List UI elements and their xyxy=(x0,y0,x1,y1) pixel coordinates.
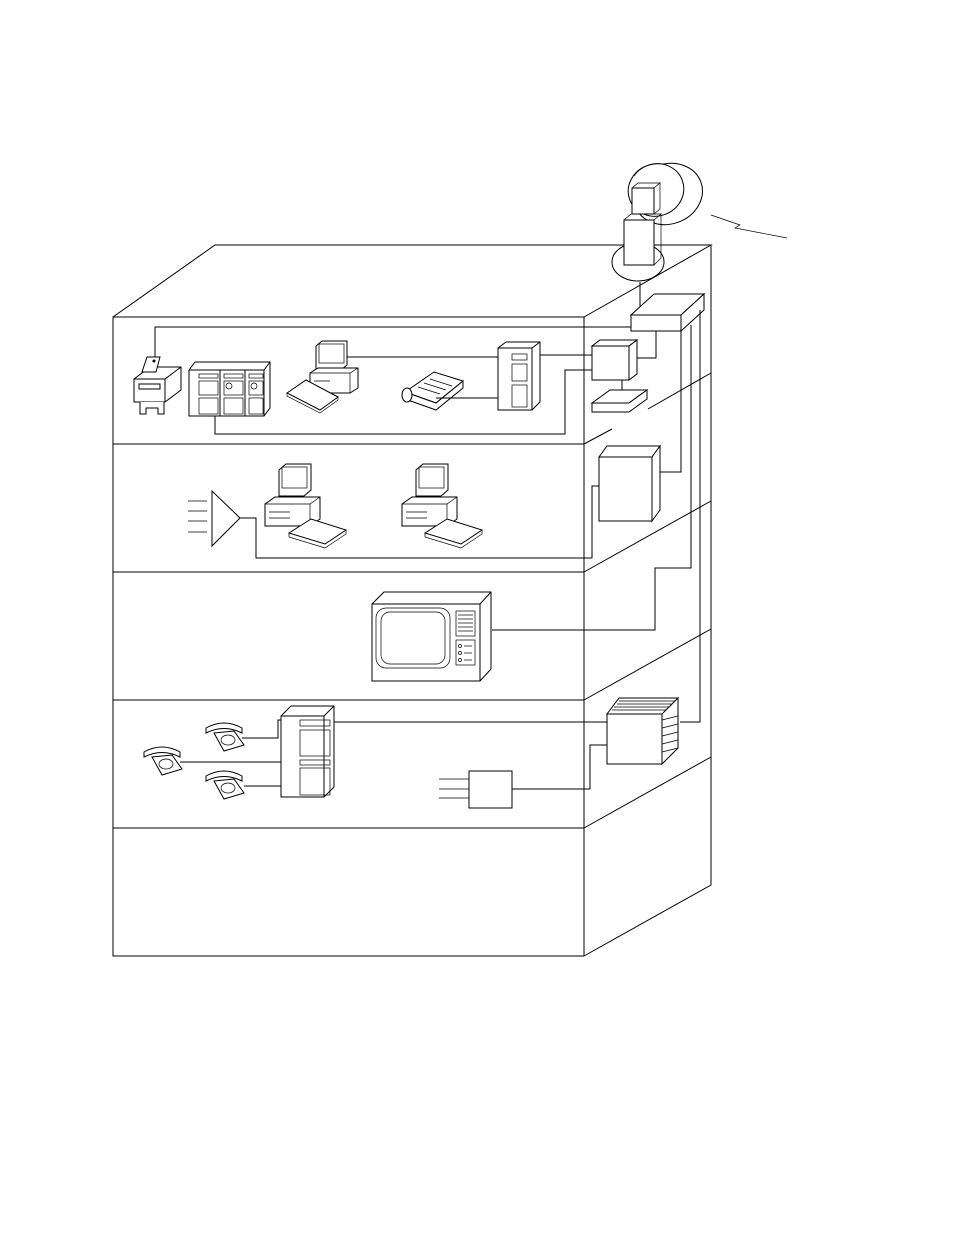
tower-server-floor1 xyxy=(498,342,592,410)
side-divider-4 xyxy=(584,757,711,828)
television-monitor xyxy=(372,592,491,681)
amplifier-triangle xyxy=(212,491,240,546)
desktop-computer-floor2-left xyxy=(265,464,346,548)
desktop-computer-floor1 xyxy=(287,341,498,413)
interface-body xyxy=(469,771,512,808)
side-divider-1b xyxy=(648,373,711,409)
unit-body xyxy=(624,220,654,265)
phone-cord xyxy=(242,720,282,738)
base xyxy=(214,731,244,751)
side-divider-3 xyxy=(584,629,711,700)
interface-inputs xyxy=(439,779,469,798)
handset xyxy=(402,388,412,402)
base xyxy=(214,779,244,799)
fax-slot xyxy=(139,384,160,389)
telephone-left xyxy=(144,747,282,775)
fax-machine xyxy=(134,357,181,414)
cabinet-front xyxy=(599,457,652,521)
riser-terminal xyxy=(592,340,637,390)
cabinet-side xyxy=(652,446,660,521)
pbx-tower xyxy=(281,706,607,797)
base xyxy=(152,755,182,775)
amplifier xyxy=(188,486,599,558)
cable-to-terminal xyxy=(637,331,656,358)
patch-panel-top xyxy=(631,294,704,331)
interface-to-patch-cable xyxy=(512,745,607,789)
fax-led xyxy=(153,360,156,363)
cabinet-top xyxy=(599,446,660,457)
dish-feed-box xyxy=(632,188,654,214)
stack-front xyxy=(607,714,662,764)
telephone-lower xyxy=(206,771,282,799)
monitor-body xyxy=(416,464,448,496)
signal-zigzag xyxy=(711,215,787,238)
monitor-body xyxy=(316,341,347,370)
terminal-front xyxy=(592,346,629,380)
front-face xyxy=(113,317,584,956)
cable-to-patch-panel xyxy=(680,310,700,722)
monitor-body xyxy=(279,464,311,496)
server-body xyxy=(498,342,540,410)
fax-stand xyxy=(140,402,164,414)
telephone-console xyxy=(402,372,498,410)
terminal-side xyxy=(629,340,637,380)
patch-panel-stack xyxy=(607,698,678,764)
telephone-upper xyxy=(206,720,282,751)
riser-keyboard xyxy=(592,390,647,412)
amplifier-inputs xyxy=(188,501,207,532)
riser-cabinet xyxy=(599,446,660,521)
line-interface-box xyxy=(439,745,607,808)
desktop-computer-floor2-right xyxy=(402,464,482,548)
side-divider-1a xyxy=(584,429,612,444)
panel-front xyxy=(631,315,681,331)
